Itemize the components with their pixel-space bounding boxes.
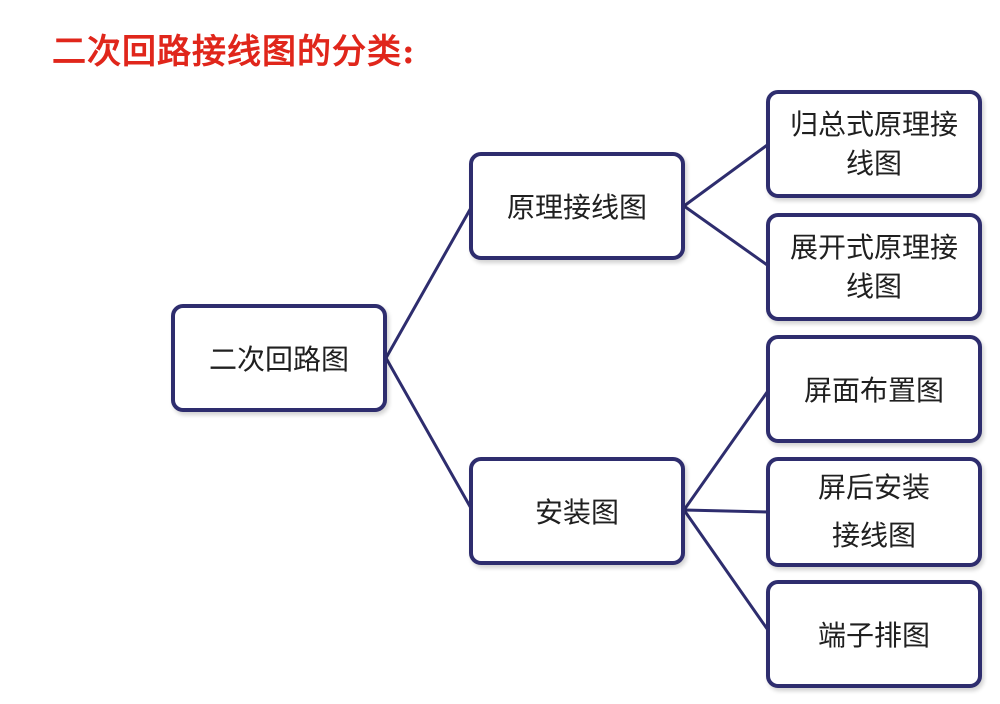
- page-title: 二次回路接线图的分类:: [52, 32, 416, 72]
- node-leaf-rear-wiring-label: 屏后安装接线图: [817, 471, 930, 552]
- connector-group: [384, 141, 772, 635]
- node-branch-schematic-label: 原理接线图: [506, 191, 647, 224]
- node-leaf-terminal-block: 端子排图: [766, 580, 982, 688]
- node-root: 二次回路图: [171, 304, 387, 412]
- connector-root-to-branch-1: [384, 204, 474, 360]
- connector-branch-2-to-leaf-3: [682, 508, 772, 635]
- node-leaf-summary-schematic: 归总式原理接线图: [766, 90, 982, 198]
- node-leaf-rear-wiring: 屏后安装接线图: [766, 457, 982, 567]
- node-leaf-expanded-schematic-label: 展开式原理接线图: [789, 230, 958, 303]
- node-leaf-panel-layout-label: 屏面布置图: [803, 374, 944, 407]
- node-leaf-panel-layout: 屏面布置图: [766, 335, 982, 443]
- connector-root-to-branch-2: [384, 356, 474, 512]
- node-leaf-expanded-schematic: 展开式原理接线图: [766, 213, 982, 321]
- connector-branch-1-to-leaf-1: [682, 141, 772, 208]
- connector-branch-1-to-leaf-2: [682, 204, 772, 269]
- node-branch-installation: 安装图: [469, 457, 685, 565]
- node-leaf-terminal-block-label: 端子排图: [817, 619, 930, 652]
- node-root-label: 二次回路图: [208, 343, 349, 376]
- node-branch-schematic: 原理接线图: [469, 152, 685, 260]
- node-leaf-summary-schematic-label: 归总式原理接线图: [789, 107, 958, 180]
- node-branch-installation-label: 安装图: [534, 496, 619, 529]
- connector-branch-2-to-leaf-1: [682, 386, 772, 512]
- connector-branch-2-to-leaf-2: [682, 508, 772, 514]
